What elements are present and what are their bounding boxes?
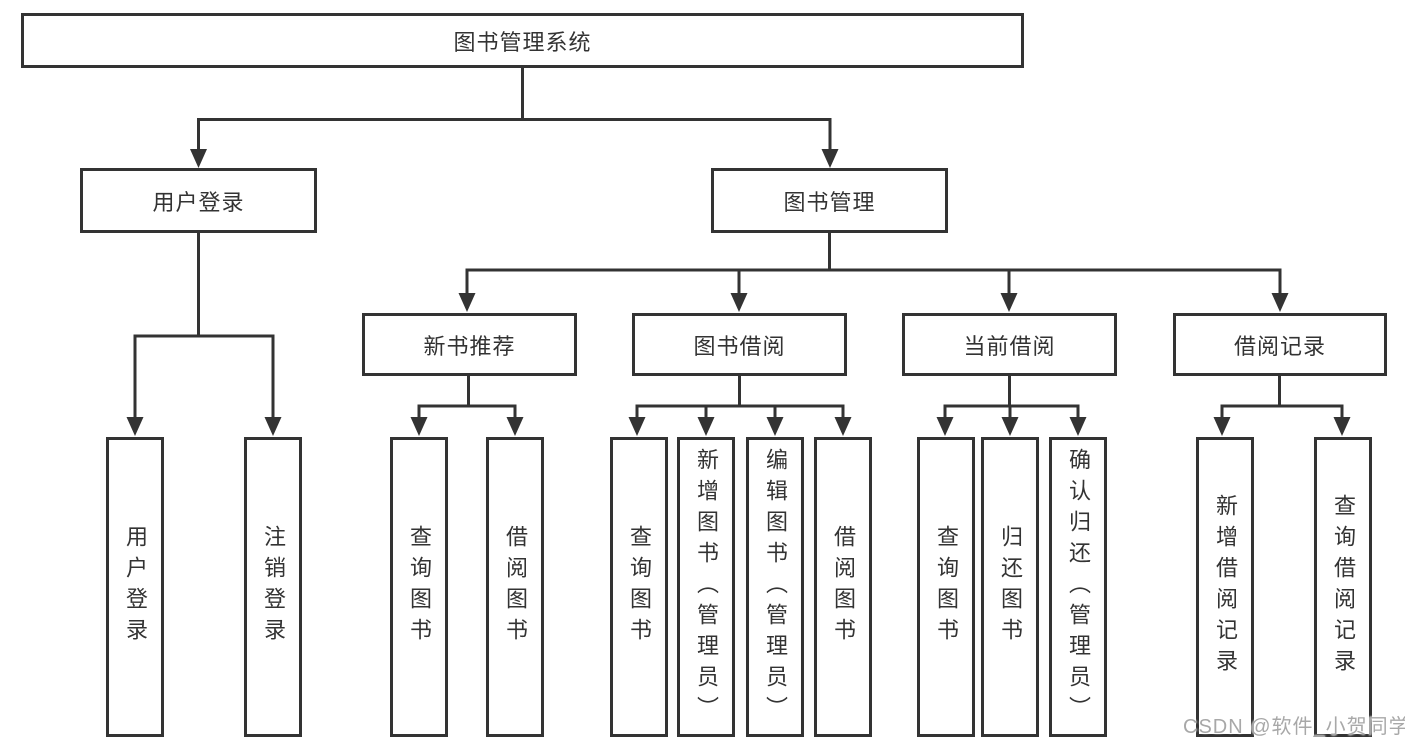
leaf-return-books: 归还图书 [981,437,1039,737]
node-new-book-recommend: 新书推荐 [362,313,577,376]
node-label: 查询借阅记录 [1331,494,1356,680]
node-label: 用户登录 [123,525,148,649]
leaf-add-borrow-record: 新增借阅记录 [1196,437,1254,737]
node-borrowing-records: 借阅记录 [1173,313,1387,376]
node-user-login-module: 用户登录 [80,168,317,233]
node-label: 图书管理 [783,189,876,215]
leaf-logout: 注销登录 [244,437,302,737]
connector-paths [133,66,1344,419]
node-label: 借阅图书 [503,525,528,649]
leaf-confirm-return-admin: 确认归还（管理员） [1049,437,1107,737]
node-root-library-system: 图书管理系统 [21,13,1024,68]
node-label: 新增图书（管理员） [694,447,719,727]
node-label: 用户登录 [152,189,245,215]
csdn-watermark: CSDN @软件_小贺同学 [1183,716,1405,738]
node-label: 编辑图书（管理员） [763,447,788,727]
node-label: 新书推荐 [423,333,516,359]
node-label: 新增借阅记录 [1213,494,1238,680]
leaf-query-books-recommend: 查询图书 [390,437,448,737]
node-label: 图书借阅 [693,333,786,359]
leaf-add-books-admin: 新增图书（管理员） [677,437,735,737]
node-label: 确认归还（管理员） [1066,447,1091,727]
leaf-user-login: 用户登录 [106,437,164,737]
node-label: 查询图书 [934,525,959,649]
node-label: 借阅记录 [1233,333,1326,359]
node-label: 归还图书 [998,525,1023,649]
leaf-edit-books-admin: 编辑图书（管理员） [746,437,804,737]
leaf-query-borrow-record: 查询借阅记录 [1314,437,1372,737]
node-current-borrowing: 当前借阅 [902,313,1117,376]
node-label: 注销登录 [261,525,286,649]
leaf-borrow-books-borrowing: 借阅图书 [814,437,872,737]
node-book-borrowing: 图书借阅 [632,313,847,376]
node-book-management-module: 图书管理 [711,168,948,233]
node-label: 图书管理系统 [453,29,592,55]
node-label: 查询图书 [627,525,652,649]
node-label: 查询图书 [407,525,432,649]
leaf-query-books-current: 查询图书 [917,437,975,737]
node-label: 当前借阅 [963,333,1056,359]
node-label: 借阅图书 [831,525,856,649]
leaf-query-books-borrowing: 查询图书 [610,437,668,737]
leaf-borrow-books-recommend: 借阅图书 [486,437,544,737]
